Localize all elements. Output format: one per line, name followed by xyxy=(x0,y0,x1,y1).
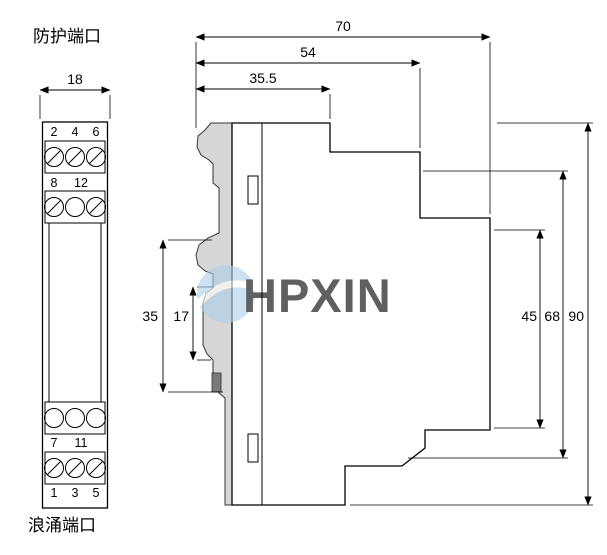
screw-slot xyxy=(89,150,103,164)
dim-depth-front: 35.5 xyxy=(195,70,331,119)
terminal-block-4 xyxy=(44,451,106,485)
dim-label-70: 70 xyxy=(335,18,351,34)
terminal-number: 2 xyxy=(51,125,58,139)
terminal-number: 12 xyxy=(74,176,88,190)
front-view: 2 4 6 8 12 xyxy=(41,121,109,509)
screw-slot xyxy=(47,461,61,475)
dim-height-inner: 45 xyxy=(494,229,545,429)
screw-slot xyxy=(89,200,103,214)
terminal-block-2 xyxy=(44,190,106,224)
terminal-screw xyxy=(44,147,64,167)
surge-port-label: 浪涌端口 xyxy=(28,516,96,535)
terminal-screw xyxy=(86,408,106,428)
terminal-number: 7 xyxy=(51,436,58,450)
clip-latch xyxy=(211,372,222,393)
terminal-number: 6 xyxy=(93,125,100,139)
terminal-block-1 xyxy=(44,140,106,174)
terminal-screw xyxy=(44,458,64,478)
terminal-screw xyxy=(86,147,106,167)
vent-slot xyxy=(247,433,259,463)
watermark-logo-swoosh xyxy=(195,280,257,307)
terminal-number: 1 xyxy=(51,486,58,500)
terminal-number: 3 xyxy=(72,486,79,500)
dim-height-total: 90 xyxy=(350,122,593,506)
terminal-screw xyxy=(65,408,85,428)
terminal-screw xyxy=(44,197,64,217)
protection-port-label: 防护端口 xyxy=(33,27,101,46)
screw-slot xyxy=(68,150,82,164)
dim-label-45: 45 xyxy=(521,308,537,324)
terminal-screw xyxy=(44,408,64,428)
dim-rail-outer: 35 xyxy=(142,239,223,393)
dim-label-18: 18 xyxy=(67,71,83,87)
watermark-text: HPXIN xyxy=(243,269,392,322)
terminal-number: 5 xyxy=(93,486,100,500)
watermark-logo-icon xyxy=(197,265,255,323)
dim-label-90: 90 xyxy=(568,308,584,324)
terminal-number: 4 xyxy=(72,125,79,139)
terminal-screw xyxy=(65,197,85,217)
screw-slot xyxy=(68,461,82,475)
dim-front-width: 18 xyxy=(39,71,111,119)
terminal-number: 11 xyxy=(75,436,88,450)
terminal-screw xyxy=(65,458,85,478)
terminal-screw xyxy=(86,458,106,478)
front-body-outline xyxy=(41,121,109,509)
dim-depth-mid: 54 xyxy=(195,44,421,148)
housing-outline xyxy=(231,122,491,506)
vent-slot xyxy=(247,175,259,205)
dimensions: 18 70 54 35.5 35 xyxy=(39,18,593,506)
terminal-block-3 xyxy=(44,401,106,435)
terminal-number: 8 xyxy=(51,176,58,190)
dim-label-35: 35 xyxy=(142,308,158,324)
dim-label-54: 54 xyxy=(300,44,316,60)
screw-slot xyxy=(89,461,103,475)
terminal-screw xyxy=(65,147,85,167)
terminal-screw xyxy=(86,197,106,217)
watermark: HPXIN xyxy=(195,265,392,323)
dim-height-mid: 68 xyxy=(408,170,568,459)
dim-depth-total: 70 xyxy=(195,18,491,214)
screw-slot xyxy=(47,150,61,164)
dim-label-35-5: 35.5 xyxy=(249,70,276,86)
dim-label-68: 68 xyxy=(544,308,560,324)
screw-slot xyxy=(47,200,61,214)
dim-label-17: 17 xyxy=(173,308,189,324)
